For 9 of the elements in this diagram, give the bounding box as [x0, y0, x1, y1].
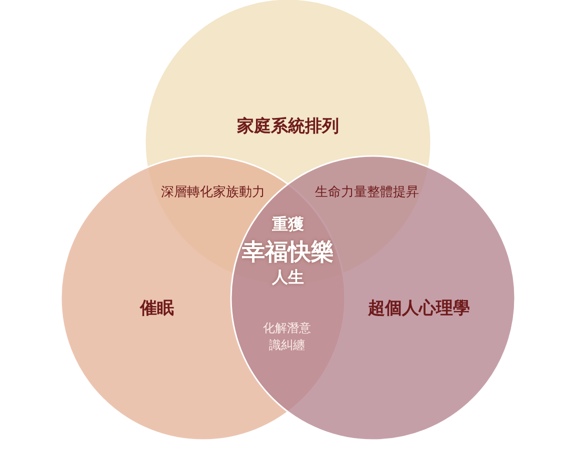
circle-title: 家庭系統排列 — [237, 116, 339, 138]
overlap-label: 生命力量整體提昇 — [315, 184, 419, 201]
center-label: 人生 — [272, 268, 304, 288]
overlap-label: 化解潛意識糾纏 — [262, 320, 312, 354]
circle-title: 催眠 — [140, 298, 174, 320]
center-label: 幸福快樂 — [242, 238, 334, 268]
center-label: 重獲 — [272, 214, 304, 236]
circle-title: 超個人心理學 — [368, 298, 470, 320]
overlap-label: 深層轉化家族動力 — [161, 184, 265, 201]
